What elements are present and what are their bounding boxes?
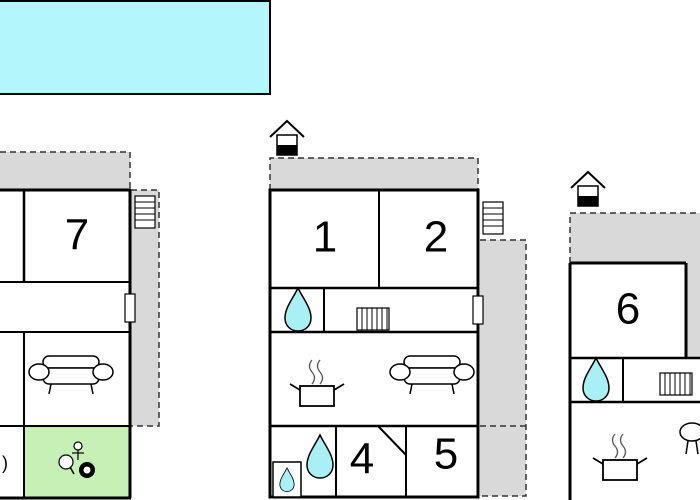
garden: [25, 427, 130, 497]
water-drop-icon: [306, 434, 334, 479]
billiard-ball-icon: [79, 462, 95, 478]
water-drop-icon: [582, 357, 610, 402]
cooking-pot-icon: [592, 433, 648, 481]
building-right: 6: [568, 171, 700, 500]
door-handle-icon: [472, 295, 484, 325]
terrace: [270, 158, 478, 190]
table-tennis-icon: [58, 441, 84, 475]
terrace: [0, 152, 130, 190]
radiator-icon: [659, 372, 693, 396]
terrace: [570, 213, 700, 263]
house-marker-icon: [570, 171, 606, 207]
room-number-6: 6: [616, 285, 640, 334]
building-left: 7 ): [0, 151, 160, 500]
stairs-icon: [482, 201, 504, 235]
room-number-1: 1: [313, 213, 337, 262]
cooking-pot-icon: [289, 359, 345, 407]
terrace: [480, 240, 526, 496]
sofa-icon: [389, 355, 475, 395]
terrace: [131, 190, 159, 426]
svg-text:): ): [2, 453, 8, 473]
room-number-2: 2: [424, 213, 448, 262]
pool: [0, 0, 271, 95]
room-number-4: 4: [350, 435, 374, 484]
building-middle: 1 2 4 5: [268, 120, 527, 499]
water-drop-icon: [284, 287, 312, 332]
sofa-icon: [28, 355, 114, 395]
house-marker-icon: [269, 120, 305, 156]
door-handle-icon: [124, 293, 136, 323]
stairs-icon: [134, 195, 156, 229]
radiator-icon: [356, 307, 390, 331]
table-chairs-icon: [679, 422, 700, 455]
room-number-7: 7: [65, 211, 89, 260]
terrace: [686, 263, 700, 358]
room-number-5: 5: [434, 430, 458, 479]
